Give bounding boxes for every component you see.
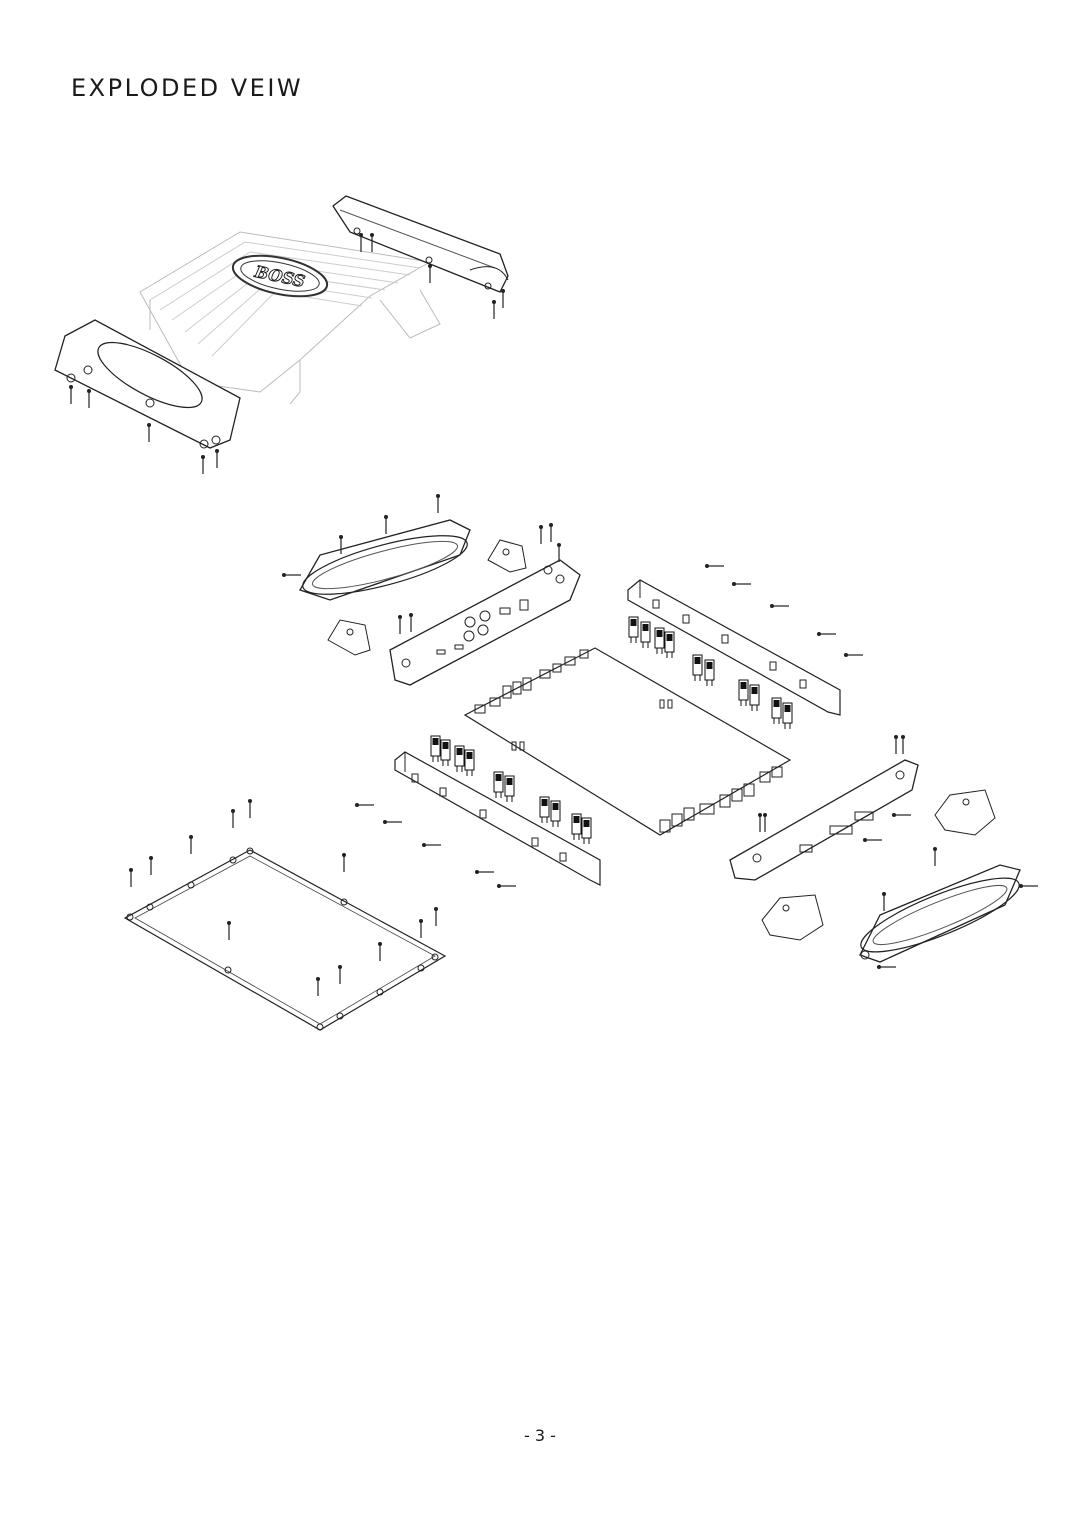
heatsink-top-cover: BOSS (139, 231, 441, 405)
front-bezel (281, 493, 471, 601)
end-cap-top-left (54, 319, 241, 475)
circuit-board (463, 647, 792, 836)
rear-bezel (859, 864, 1039, 970)
page-title: EXPLODED VEIW (71, 74, 304, 102)
bracket-back-left (761, 894, 824, 941)
back-panel (729, 734, 919, 881)
bracket-front-left (327, 619, 371, 656)
bracket-back-right (932, 789, 996, 867)
side-rail-right (627, 563, 864, 716)
front-panel (389, 522, 581, 686)
bottom-plate (123, 798, 447, 1031)
bracket-front-right (487, 539, 527, 573)
end-cap-top-right (332, 195, 509, 320)
page-number: - 3 - (524, 1426, 556, 1445)
exploded-view-diagram: BOSS (54, 195, 1039, 1031)
side-rail-left (354, 751, 601, 889)
